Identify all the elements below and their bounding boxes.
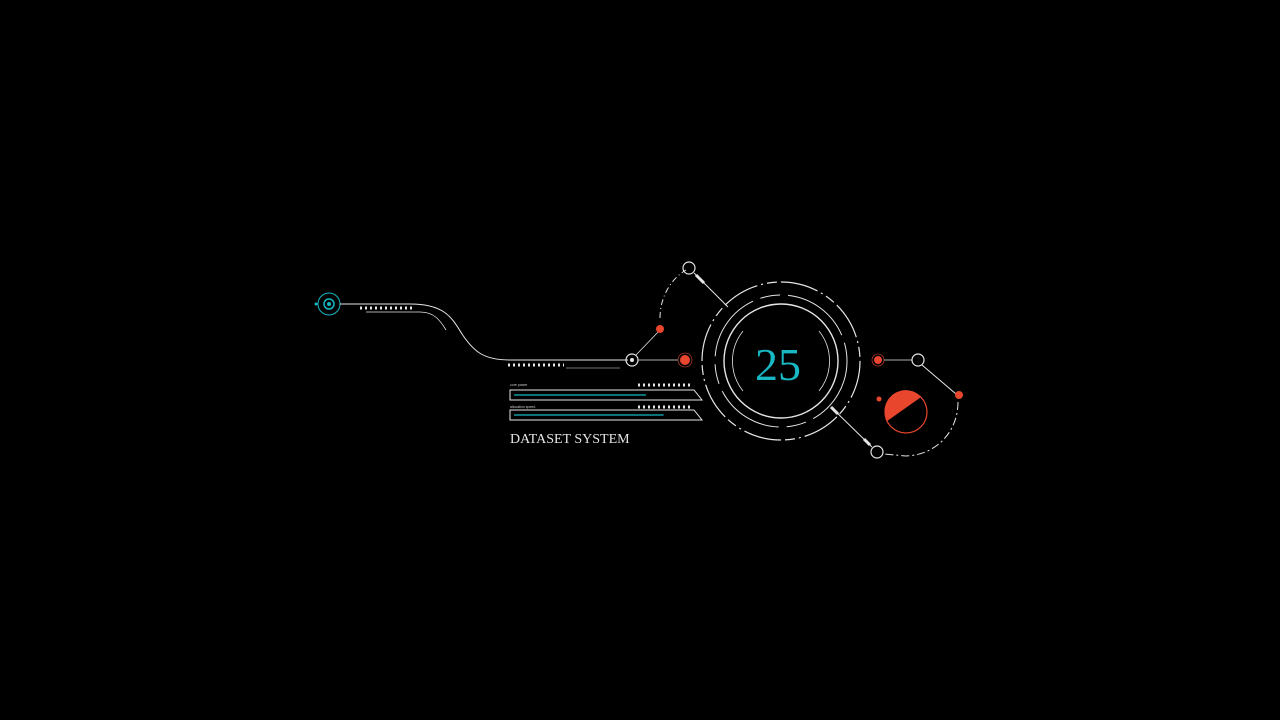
red-node-right	[874, 356, 882, 364]
bottom-node-tick-a	[829, 405, 840, 416]
connector-line	[340, 303, 628, 369]
orb-fill-complete	[884, 390, 921, 421]
main-curve	[340, 303, 628, 361]
emitter-node	[314, 292, 341, 316]
gauge-counter-value: 25	[755, 339, 801, 390]
red-node-left-halo	[677, 352, 693, 368]
bars-panel: core power allocation speed DATASET SYST…	[509, 383, 704, 447]
lower-right-arc	[883, 401, 959, 457]
bar-row-1: core power	[509, 383, 704, 401]
right-diagonal-link	[921, 364, 957, 395]
gauge-outer-ring	[701, 281, 861, 441]
emitter-side-dot	[314, 302, 318, 306]
panel-caption: DATASET SYSTEM	[510, 432, 630, 447]
bar-row-2: allocation speed	[509, 405, 704, 421]
bar-label-1: core power	[510, 383, 528, 387]
central-gauge: 25	[701, 281, 861, 441]
red-node-far-right	[955, 391, 963, 399]
junction-arm	[635, 329, 661, 356]
red-arm-dot	[656, 325, 664, 333]
right-cluster	[829, 353, 963, 459]
junction-node	[625, 261, 729, 368]
top-node-ring	[682, 261, 696, 275]
emitter-core-dot	[327, 302, 331, 306]
bar-label-2: allocation speed	[510, 405, 535, 409]
gauge-middle-ring	[714, 294, 848, 428]
small-red-dot	[876, 396, 882, 402]
junction-dot	[630, 358, 634, 362]
red-node-left	[680, 355, 690, 365]
gauge-inner-arc-right	[818, 330, 830, 392]
top-node-tick	[694, 273, 706, 285]
bar-frame-1	[509, 389, 704, 401]
parallel-curve	[366, 311, 447, 331]
emitter-inner-ring	[323, 298, 335, 310]
gauge-inner-ring	[723, 303, 839, 419]
gauge-inner-arc-left	[732, 330, 744, 392]
right-node-ring	[911, 353, 925, 367]
bottom-node-ring	[870, 445, 884, 459]
arm-arc-up	[659, 269, 687, 319]
bottom-node-tick-b	[862, 437, 872, 447]
bar-frame-2	[509, 409, 704, 421]
